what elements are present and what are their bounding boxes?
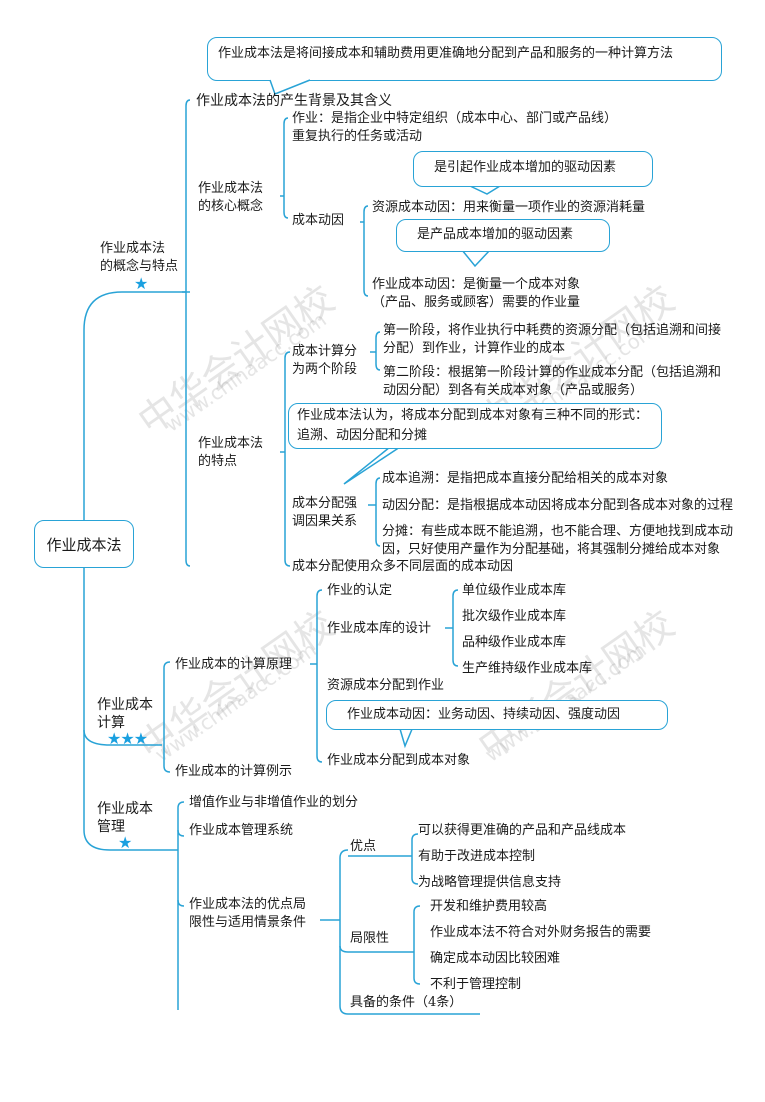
pool-facility: 生产维持级作业成本库 (462, 661, 593, 676)
activity-identification: 作业的认定 (327, 583, 393, 598)
stage-2: 第二阶段：根据第一阶段计算的作业成本分配（包括追溯和 动因分配）到各有关成本对象… (383, 365, 722, 398)
value-added-division: 增值作业与非增值作业的划分 (189, 795, 359, 810)
callout-activity-drivers: 作业成本动因：业务动因、持续动因、强度动因 (326, 700, 668, 730)
root-label: 作业成本法 (46, 535, 122, 554)
pool-design: 作业成本库的设计 (327, 621, 432, 636)
branch2-label: 作业成本 计算 (97, 697, 153, 731)
star-icon-mgmt: ★ (118, 833, 132, 852)
multi-level-drivers: 成本分配使用众多不同层面的成本动因 (292, 559, 514, 574)
pros-cons-label: 作业成本法的优点局 限性与适用情景条件 (189, 897, 307, 930)
two-stages-label: 成本计算分 为两个阶段 (292, 344, 358, 377)
activity-definition: 作业：是指企业中特定组织（成本中心、部门或产品线） 重复执行的任务或活动 (292, 111, 618, 144)
calc-principle: 作业成本的计算原理 (175, 657, 293, 672)
callout-definition: 作业成本法是将间接成本和辅助费用更准确地分配到产品和服务的一种计算方法 (207, 37, 722, 81)
callout-resource-driver: 是引起作业成本增加的驱动因素 (413, 151, 653, 187)
driver-allocation: 动因分配：是指根据成本动因将成本分配到各成本对象的过程 (382, 498, 734, 513)
pool-batch: 批次级作业成本库 (462, 609, 567, 624)
activity-to-object: 作业成本分配到成本对象 (327, 753, 471, 768)
limit-reporting: 作业成本法不符合对外财务报告的需要 (430, 925, 652, 940)
pro-cost-control: 有助于改进成本控制 (418, 849, 536, 864)
star-icon: ★ (134, 274, 148, 293)
core-concept-label: 作业成本法 的核心概念 (198, 181, 264, 214)
three-star-icon: ★★★ (107, 729, 148, 748)
activity-driver: 作业成本动因：是衡量一个成本对象 （产品、服务或顾客）需要的作业量 (372, 277, 581, 310)
limits-label: 局限性 (350, 931, 390, 946)
cost-tracing: 成本追溯：是指把成本直接分配给相关的成本对象 (382, 471, 669, 486)
pro-strategy: 为战略管理提供信息支持 (418, 875, 562, 890)
causal-label: 成本分配强 调因果关系 (292, 496, 358, 529)
callout-three-forms: 作业成本法认为，将成本分配到成本对象有三种不同的形式： 追溯、动因分配和分摊 (288, 403, 662, 449)
calc-example: 作业成本的计算例示 (175, 764, 293, 779)
background-node: 作业成本法的产生背景及其含义 (196, 93, 392, 109)
abm-system: 作业成本管理系统 (189, 823, 294, 838)
root-node: 作业成本法 (34, 520, 134, 568)
stage-1: 第一阶段，将作业执行中耗费的资源分配（包括追溯和间接 分配）到作业，计算作业的成… (383, 323, 722, 356)
pro-accuracy: 可以获得更准确的产品和产品线成本 (418, 823, 627, 838)
pool-product: 品种级作业成本库 (462, 635, 567, 650)
pool-unit: 单位级作业成本库 (462, 583, 567, 598)
conditions: 具备的条件（4条） (350, 995, 463, 1010)
resource-to-activity: 资源成本分配到作业 (327, 678, 445, 693)
branch1-label: 作业成本法 的概念与特点 (100, 241, 179, 274)
resource-driver: 资源成本动因：用来衡量一项作业的资源消耗量 (372, 200, 646, 215)
pros-label: 优点 (350, 839, 377, 854)
limit-driver: 确定成本动因比较困难 (430, 951, 561, 966)
limit-cost: 开发和维护费用较高 (430, 899, 548, 914)
cost-driver-label: 成本动因 (292, 213, 345, 228)
apportionment: 分摊：有些成本既不能追溯，也不能合理、方便地找到成本动 因，只好使用产量作为分配… (382, 524, 734, 557)
callout-activity-driver: 是产品成本增加的驱动因素 (396, 219, 610, 252)
branch3-label: 作业成本 管理 (97, 801, 153, 835)
limit-control: 不利于管理控制 (430, 977, 522, 992)
features-label: 作业成本法 的特点 (198, 436, 264, 469)
